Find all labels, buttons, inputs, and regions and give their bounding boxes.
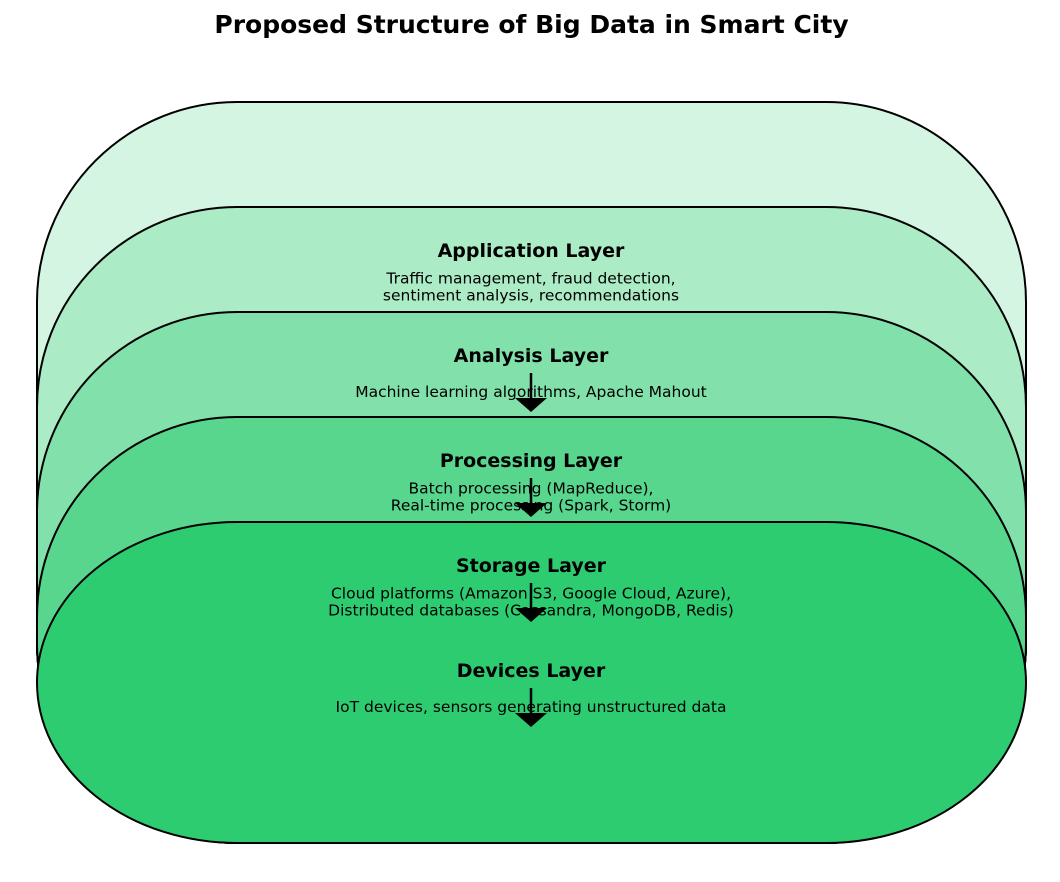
layer-shapes xyxy=(36,101,1027,844)
storage-layer-description-line: Cloud platforms (Amazon S3, Google Cloud… xyxy=(331,585,731,603)
layer-arrows xyxy=(515,373,547,727)
storage-layer-description-line: Distributed databases (Cassandra, MongoD… xyxy=(328,602,734,620)
processing-layer-title: Processing Layer xyxy=(440,450,623,472)
down-arrow-icon xyxy=(515,583,547,622)
analysis-layer-description-line: Machine learning algorithms, Apache Maho… xyxy=(355,383,707,401)
devices-layer-title: Devices Layer xyxy=(457,660,606,682)
down-arrow-icon xyxy=(515,373,547,412)
application-layer-description-line: Traffic management, fraud detection, xyxy=(385,270,675,288)
down-arrow-icon xyxy=(515,688,547,727)
arrow-head xyxy=(515,608,547,622)
analysis-layer-title: Analysis Layer xyxy=(454,345,609,367)
devices-layer-description-line: IoT devices, sensors generating unstruct… xyxy=(336,698,727,716)
page-title: Proposed Structure of Big Data in Smart … xyxy=(214,10,849,39)
processing-layer-description-line: Batch processing (MapReduce), xyxy=(408,480,653,498)
application-layer-description-line: sentiment analysis, recommendations xyxy=(383,287,679,305)
storage-layer-title: Storage Layer xyxy=(456,555,607,577)
arrow-head xyxy=(515,398,547,412)
application-layer-title: Application Layer xyxy=(438,240,625,262)
down-arrow-icon xyxy=(515,478,547,517)
devices-layer-block xyxy=(36,521,1027,844)
arrow-head xyxy=(515,503,547,517)
arrow-head xyxy=(515,713,547,727)
processing-layer-description-line: Real-time processing (Spark, Storm) xyxy=(391,497,671,515)
